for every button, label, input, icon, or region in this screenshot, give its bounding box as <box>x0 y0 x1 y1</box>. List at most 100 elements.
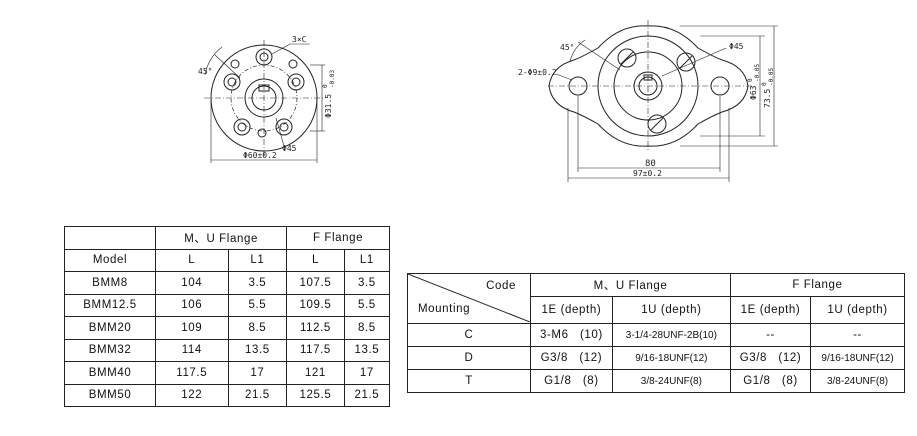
col-model: Model <box>64 248 156 272</box>
left-label-angle: 45° <box>198 67 212 76</box>
cell-mu-l1: 5.5 <box>227 293 288 317</box>
cell-mu-l1: 17 <box>227 361 288 385</box>
right-screws <box>617 48 696 134</box>
cell-f-1e: G1/8 (8) <box>729 369 812 393</box>
cell-f-l: 117.5 <box>286 338 345 362</box>
col-f-1u: 1U (depth) <box>810 296 905 324</box>
cell-f-l: 109.5 <box>286 293 345 317</box>
cell-f-l1: 13.5 <box>343 338 391 362</box>
right-label-bore: Φ45 <box>729 42 744 51</box>
header-mu-flange: M、U Flange <box>154 226 288 250</box>
port-table: Code Mounting M、U Flange F Flange 1E (de… <box>407 273 906 393</box>
cell-mu-l1: 8.5 <box>227 316 288 340</box>
cell-model: BMM40 <box>64 361 156 385</box>
col-f-l1: L1 <box>343 248 391 272</box>
cell-f-1e: G3/8 (12) <box>729 346 812 370</box>
cell-mu-1e: G3/8 (12) <box>530 346 613 370</box>
right-label-height-tol-upper: 0 <box>761 82 768 86</box>
table-row: C 3-M6 (10) 3-1/4-28UNF-2B(10) -- -- <box>407 323 905 347</box>
cell-model: BMM20 <box>64 316 156 340</box>
right-label-angle: 45° <box>560 43 574 52</box>
left-label-bolt-tol-upper: 0 <box>322 84 329 88</box>
left-label-bolt-circle: Φ31.5 <box>324 94 333 118</box>
cell-mu-1u: 9/16-18UNF(12) <box>611 346 731 370</box>
table-row: BMM32 114 13.5 117.5 13.5 <box>64 338 391 362</box>
right-label-pilot-tol-lower: -0.05 <box>754 64 761 82</box>
col-mu-l1: L1 <box>227 248 288 272</box>
right-label-pilot: Φ63 <box>749 85 758 100</box>
cell-mu-l: 109 <box>155 316 229 340</box>
cell-mount: T <box>407 369 531 393</box>
cell-model: BMM32 <box>64 338 156 362</box>
empty-corner-cell <box>64 226 156 250</box>
header-f-flange: F Flange <box>286 226 390 250</box>
cell-f-l1: 3.5 <box>343 271 391 295</box>
cell-f-l1: 5.5 <box>343 293 391 317</box>
cell-model: BMM50 <box>64 383 156 407</box>
cell-model: BMM12.5 <box>64 293 156 317</box>
cell-f-1u: -- <box>810 323 905 347</box>
right-label-hole-spacing: 80 <box>645 159 656 169</box>
cell-f-l: 121 <box>286 361 345 385</box>
cell-mu-l1: 3.5 <box>227 271 288 295</box>
table-row: BMM50 122 21.5 125.5 21.5 <box>64 383 391 407</box>
cell-f-1u: 3/8-24UNF(8) <box>810 369 905 393</box>
right-label-width: 97±0.2 <box>633 169 662 178</box>
col-f-1e: 1E (depth) <box>729 296 812 324</box>
cell-f-1u: 9/16-18UNF(12) <box>810 346 905 370</box>
length-table-subheader: Model L L1 L L1 <box>64 248 391 272</box>
cell-f-1e: -- <box>729 323 812 347</box>
port-table-header: Code Mounting M、U Flange F Flange <box>407 273 906 324</box>
cell-f-l: 112.5 <box>286 316 345 340</box>
left-label-outer: Φ60±0.2 <box>243 151 277 160</box>
cell-mu-l: 104 <box>155 271 229 295</box>
label-code: Code <box>486 280 516 292</box>
header-mu-flange: M、U Flange <box>530 273 731 297</box>
cell-mu-l1: 21.5 <box>227 383 288 407</box>
cell-mu-l: 122 <box>155 383 229 407</box>
col-mu-1u: 1U (depth) <box>611 296 731 324</box>
right-label-holes: 2-Φ9±0.2 <box>518 68 557 77</box>
cell-mu-1e: G1/8 (8) <box>530 369 613 393</box>
table-row: BMM12.5 106 5.5 109.5 5.5 <box>64 293 391 317</box>
cell-f-l1: 8.5 <box>343 316 391 340</box>
diagonal-header-cell: Code Mounting <box>407 273 531 324</box>
left-label-holes: 3×C <box>292 35 307 44</box>
length-table: M、U Flange F Flange Model L L1 L L1 BMM8… <box>64 226 391 407</box>
cell-f-l: 125.5 <box>286 383 345 407</box>
table-row: T G1/8 (8) 3/8-24UNF(8) G1/8 (8) 3/8-24U… <box>407 369 905 393</box>
header-f-flange: F Flange <box>729 273 906 297</box>
table-row: D G3/8 (12) 9/16-18UNF(12) G3/8 (12) 9/1… <box>407 346 905 370</box>
table-row: BMM40 117.5 17 121 17 <box>64 361 391 385</box>
cell-mount: D <box>407 346 531 370</box>
length-table-header: M、U Flange F Flange <box>64 226 390 250</box>
left-bolt-holes <box>223 48 305 138</box>
cell-model: BMM8 <box>64 271 156 295</box>
cell-mu-l: 117.5 <box>155 361 229 385</box>
table-row: BMM20 109 8.5 112.5 8.5 <box>64 316 391 340</box>
col-f-l: L <box>286 248 345 272</box>
col-mu-1e: 1E (depth) <box>530 296 613 324</box>
cell-mu-1e: 3-M6 (10) <box>530 323 613 347</box>
cell-mu-l1: 13.5 <box>227 338 288 362</box>
cell-f-l1: 21.5 <box>343 383 391 407</box>
diagonal-line <box>408 274 530 322</box>
cell-mu-1u: 3-1/4-28UNF-2B(10) <box>611 323 731 347</box>
port-table-subheader: 1E (depth) 1U (depth) 1E (depth) 1U (dep… <box>408 296 905 324</box>
cell-mu-l: 114 <box>155 338 229 362</box>
cell-mount: C <box>407 323 531 347</box>
cell-f-l: 107.5 <box>286 271 345 295</box>
left-label-bolt-tol-lower: -0.03 <box>329 70 336 88</box>
table-row: BMM8 104 3.5 107.5 3.5 <box>64 271 391 295</box>
left-label-bore: Φ45 <box>282 144 297 153</box>
cell-mu-1u: 3/8-24UNF(8) <box>611 369 731 393</box>
cell-mu-l: 106 <box>155 293 229 317</box>
label-mounting: Mounting <box>418 303 471 315</box>
right-label-height-tol-lower: -0.05 <box>768 68 775 86</box>
cell-f-l1: 17 <box>343 361 391 385</box>
col-mu-l: L <box>155 248 229 272</box>
right-label-height: 73.5 <box>763 89 772 108</box>
right-label-pilot-tol-upper: 0 <box>747 78 754 82</box>
